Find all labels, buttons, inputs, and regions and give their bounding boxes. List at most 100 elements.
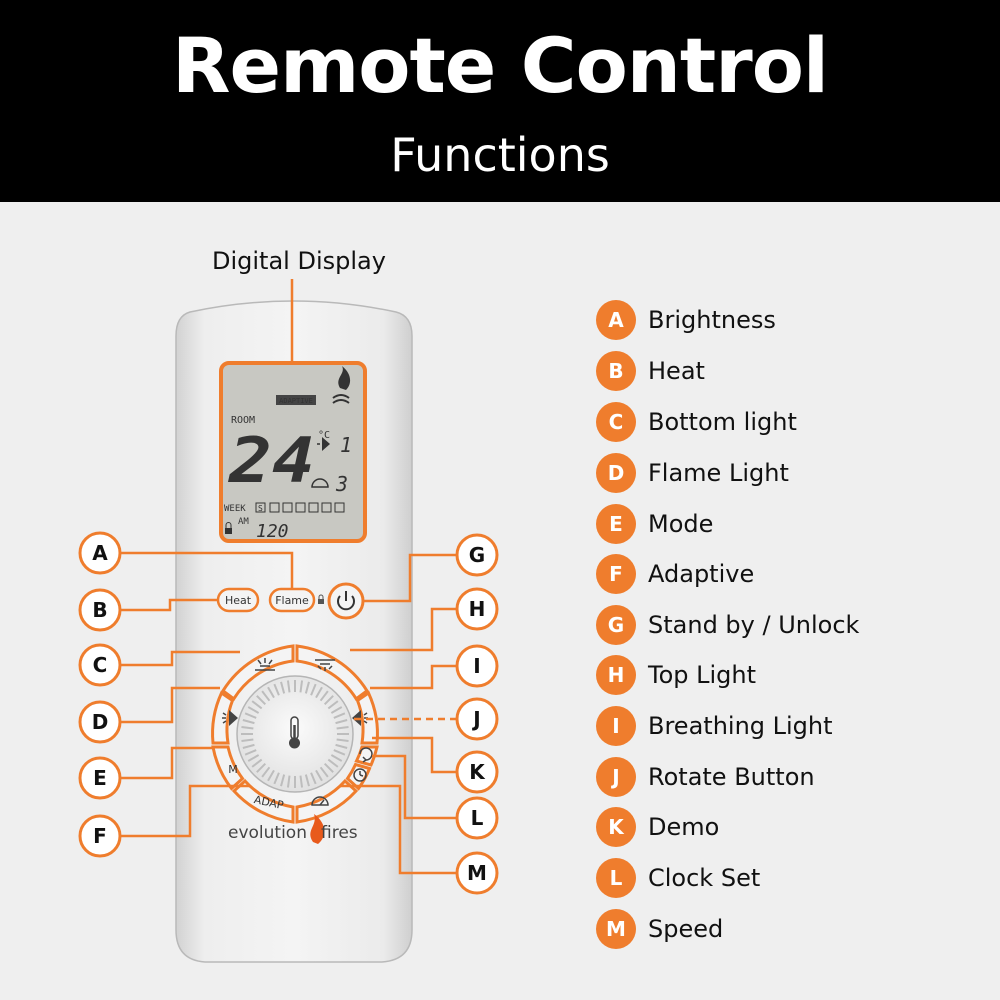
mode-button[interactable] <box>211 745 245 791</box>
dial-tick <box>333 712 346 719</box>
callout-h-circle <box>455 587 499 631</box>
flame-icon <box>332 366 351 404</box>
legend-item: E Mode <box>596 504 713 544</box>
legend-badge: M <box>596 909 636 949</box>
dial-tick <box>267 686 275 699</box>
dial-tick <box>304 681 310 694</box>
legend-badge: E <box>596 504 636 544</box>
callout-l-letter: L <box>471 806 484 830</box>
rotary-control: M ADAP <box>211 644 379 824</box>
page-subtitle: Functions <box>390 128 610 182</box>
callout-c: C <box>78 643 122 687</box>
dial-tick <box>319 690 329 702</box>
dial-tick <box>241 725 254 730</box>
lcd-week-badge: S <box>258 504 263 513</box>
legend-label: Demo <box>648 813 720 841</box>
dial-tick <box>280 774 286 787</box>
legend-label: Speed <box>648 915 724 943</box>
legend-label: Stand by / Unlock <box>648 611 860 639</box>
legend-label: Rotate Button <box>648 763 815 791</box>
callout-m-letter: M <box>467 861 487 885</box>
dial-tick <box>330 706 343 714</box>
dial-tick <box>244 712 257 719</box>
heat-button-label: Heat <box>225 594 252 607</box>
callout-h: H <box>455 587 499 631</box>
leader-c <box>121 650 240 667</box>
lcd-timer: 120 <box>256 521 289 542</box>
dial-tick <box>333 749 346 756</box>
dial-tick <box>327 758 339 768</box>
legend-item: M Speed <box>596 909 723 949</box>
leader-g <box>363 553 457 603</box>
legend-item: F Adaptive <box>596 554 754 594</box>
dial-tick <box>299 775 304 788</box>
dial-tick <box>247 706 260 714</box>
power-icon <box>337 591 355 611</box>
lcd-room-label: ROOM <box>231 415 255 426</box>
legend-badge: H <box>596 655 636 695</box>
dial-tick <box>310 772 317 785</box>
flame-light-icon <box>222 710 238 726</box>
dial-tick <box>273 683 280 696</box>
callout-c-letter: C <box>93 653 108 677</box>
dial-tick <box>304 774 310 787</box>
lock-icon <box>225 522 232 534</box>
dial-tick <box>335 743 348 749</box>
leader-a <box>121 551 294 589</box>
dial-tick <box>286 775 291 788</box>
callout-f: F <box>78 814 122 858</box>
week-day-box <box>282 502 293 513</box>
callout-f-letter: F <box>93 824 107 848</box>
dial-tick <box>242 743 255 749</box>
legend-item: H Top Light <box>596 655 756 695</box>
dial-tick <box>336 725 349 730</box>
legend-badge: I <box>596 706 636 746</box>
dial-tick <box>244 749 257 756</box>
small-lock-icon <box>318 594 324 604</box>
callout-e-circle <box>78 756 122 800</box>
callout-a-letter: A <box>92 541 108 565</box>
callout-m: M <box>455 851 499 895</box>
week-day-box <box>321 502 332 513</box>
legend-badge: F <box>596 554 636 594</box>
page-title: Remote Control <box>172 21 829 110</box>
adaptive-button[interactable] <box>231 778 295 824</box>
top-light-button[interactable] <box>295 644 370 701</box>
legend-badge: G <box>596 605 636 645</box>
callout-e: E <box>78 756 122 800</box>
callout-j-letter: J <box>471 707 480 731</box>
legend-item: K Demo <box>596 807 719 847</box>
callout-l: L <box>455 796 499 840</box>
dial-tick <box>273 772 280 785</box>
leader-i <box>370 664 457 690</box>
header-banner: Remote Control Functions <box>0 0 1000 202</box>
demo-icon <box>359 747 373 763</box>
callout-l-circle <box>455 796 499 840</box>
legend-item: A Brightness <box>596 300 776 340</box>
callout-k-letter: K <box>469 760 486 784</box>
lcd-level-top: 1 <box>340 433 352 457</box>
legend-badge: B <box>596 351 636 391</box>
week-day-box <box>269 502 280 513</box>
thermometer-icon <box>289 716 300 749</box>
legend-label: Heat <box>648 357 705 385</box>
legend-item: C Bottom light <box>596 402 797 442</box>
legend-item: D Flame Light <box>596 453 789 493</box>
legend-label: Breathing Light <box>648 712 833 740</box>
callout-b-letter: B <box>92 598 107 622</box>
brand-name: evolution <box>228 823 307 843</box>
callout-i: I <box>455 644 499 688</box>
dial-tick <box>330 754 343 762</box>
dial-tick <box>261 766 271 778</box>
dial-tick <box>247 754 260 762</box>
callout-f-circle <box>78 814 122 858</box>
dial-tick <box>319 766 329 778</box>
bottom-light-button[interactable] <box>220 644 295 701</box>
legend-label: Bottom light <box>648 408 797 436</box>
digital-display: ADAPTIVE ROOM 24 °C 1 3 WEEK S AM <box>219 361 367 543</box>
callout-m-circle <box>455 851 499 895</box>
legend-label: Mode <box>648 510 714 538</box>
legend-label: Adaptive <box>648 560 755 588</box>
callout-k-circle <box>455 750 499 794</box>
